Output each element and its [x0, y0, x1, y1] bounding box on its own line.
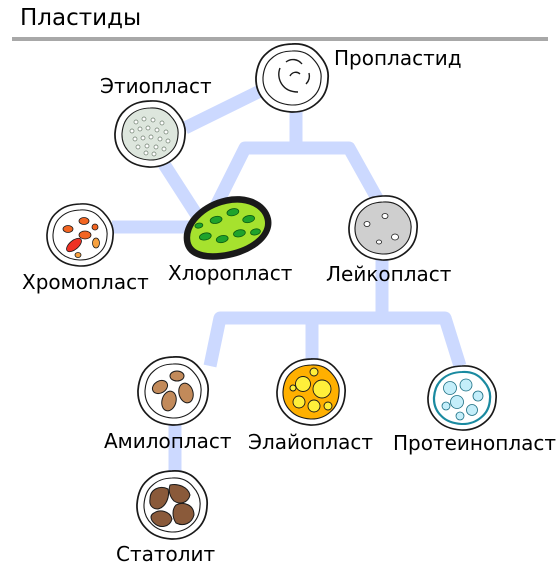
proplastid-icon — [256, 44, 328, 112]
connector-leucoplast-branch — [203, 311, 467, 368]
amyloplast-icon — [138, 357, 208, 425]
connector-proplastid-branch — [208, 108, 303, 213]
label-proplastid: Пропластид — [334, 46, 462, 70]
label-chromoplast: Хромопласт — [22, 270, 149, 294]
statolith-icon — [137, 471, 207, 539]
label-chloroplast: Хлоропласт — [168, 261, 293, 285]
label-statolith: Статолит — [116, 542, 216, 566]
label-amyloplast: Амилопласт — [104, 429, 232, 453]
elaioplast-icon — [277, 359, 345, 425]
etioplast-icon — [115, 101, 185, 167]
connector-lines — [112, 84, 467, 478]
label-proteinoplast: Протеинопласт — [393, 431, 556, 455]
proteinoplast-icon — [428, 366, 496, 430]
label-elaioplast: Элайопласт — [248, 430, 373, 454]
page-title: Пластиды — [20, 5, 142, 31]
connector-etioplast-chloroplast — [154, 154, 206, 224]
leucoplast-icon — [349, 196, 417, 260]
chromoplast-icon — [47, 204, 113, 266]
connector-etioplast-proplastid — [182, 84, 265, 134]
title-underline — [12, 37, 548, 41]
chloroplast-icon — [183, 196, 272, 260]
connector-proplastid-leucoplast — [296, 141, 384, 204]
label-etioplast: Этиопласт — [100, 74, 212, 98]
label-leucoplast: Лейкопласт — [326, 262, 452, 286]
